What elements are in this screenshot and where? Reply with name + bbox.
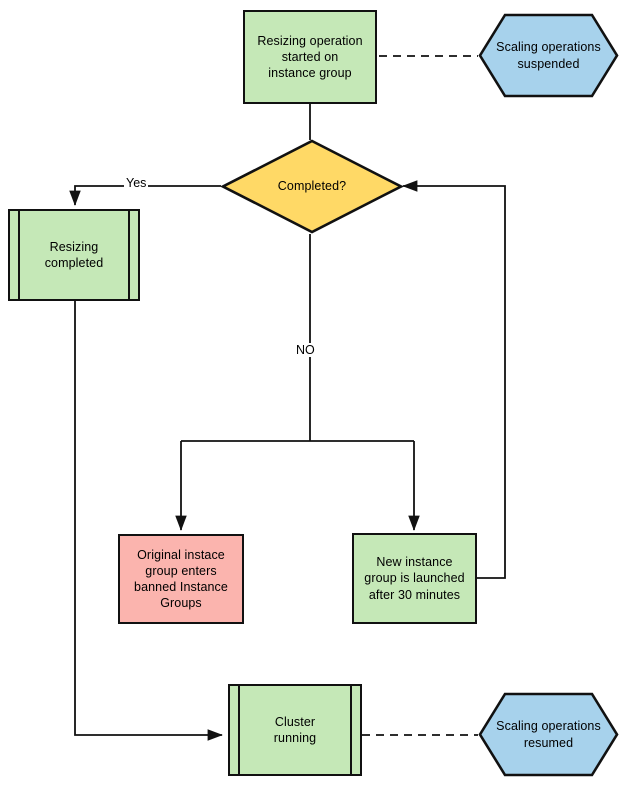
predefined-bar-right — [350, 686, 352, 774]
hexagon-shape — [478, 692, 619, 777]
node-label: Scaling operations resumed — [496, 719, 601, 750]
node-label: Cluster running — [273, 714, 317, 745]
node-new-instance-group-launched[interactable]: New instance group is launched after 30 … — [352, 533, 477, 624]
edge-label-no: NO — [294, 343, 317, 357]
node-resizing-operation-started[interactable]: Resizing operation started on instance g… — [243, 10, 377, 104]
node-scaling-operations-suspended[interactable]: Scaling operations suspended — [478, 13, 619, 98]
node-original-group-banned[interactable]: Original instace group enters banned Ins… — [118, 534, 244, 624]
node-label: Scaling operations suspended — [496, 40, 601, 71]
node-cluster-running[interactable]: Cluster running — [228, 684, 362, 776]
node-label: Original instace group enters banned Ins… — [134, 547, 228, 611]
node-completed-decision[interactable]: Completed? — [221, 139, 403, 234]
predefined-bar-left — [238, 686, 240, 774]
predefined-bar-right — [128, 211, 130, 299]
node-label: New instance group is launched after 30 … — [364, 555, 465, 602]
predefined-bar-left — [18, 211, 20, 299]
node-label: Resizing operation started on instance g… — [257, 33, 363, 81]
node-resizing-completed[interactable]: Resizing completed — [8, 209, 140, 301]
node-label: Resizing completed — [44, 239, 104, 270]
hexagon-shape — [478, 13, 619, 98]
edge-label-yes: Yes — [124, 176, 149, 190]
node-label: Completed? — [277, 179, 347, 194]
node-scaling-operations-resumed[interactable]: Scaling operations resumed — [478, 692, 619, 777]
edge-resizing-completed-to-cluster-running — [74, 301, 223, 741]
edge-new-group-feedback-to-decision — [402, 180, 506, 579]
diamond-shape — [221, 139, 403, 234]
